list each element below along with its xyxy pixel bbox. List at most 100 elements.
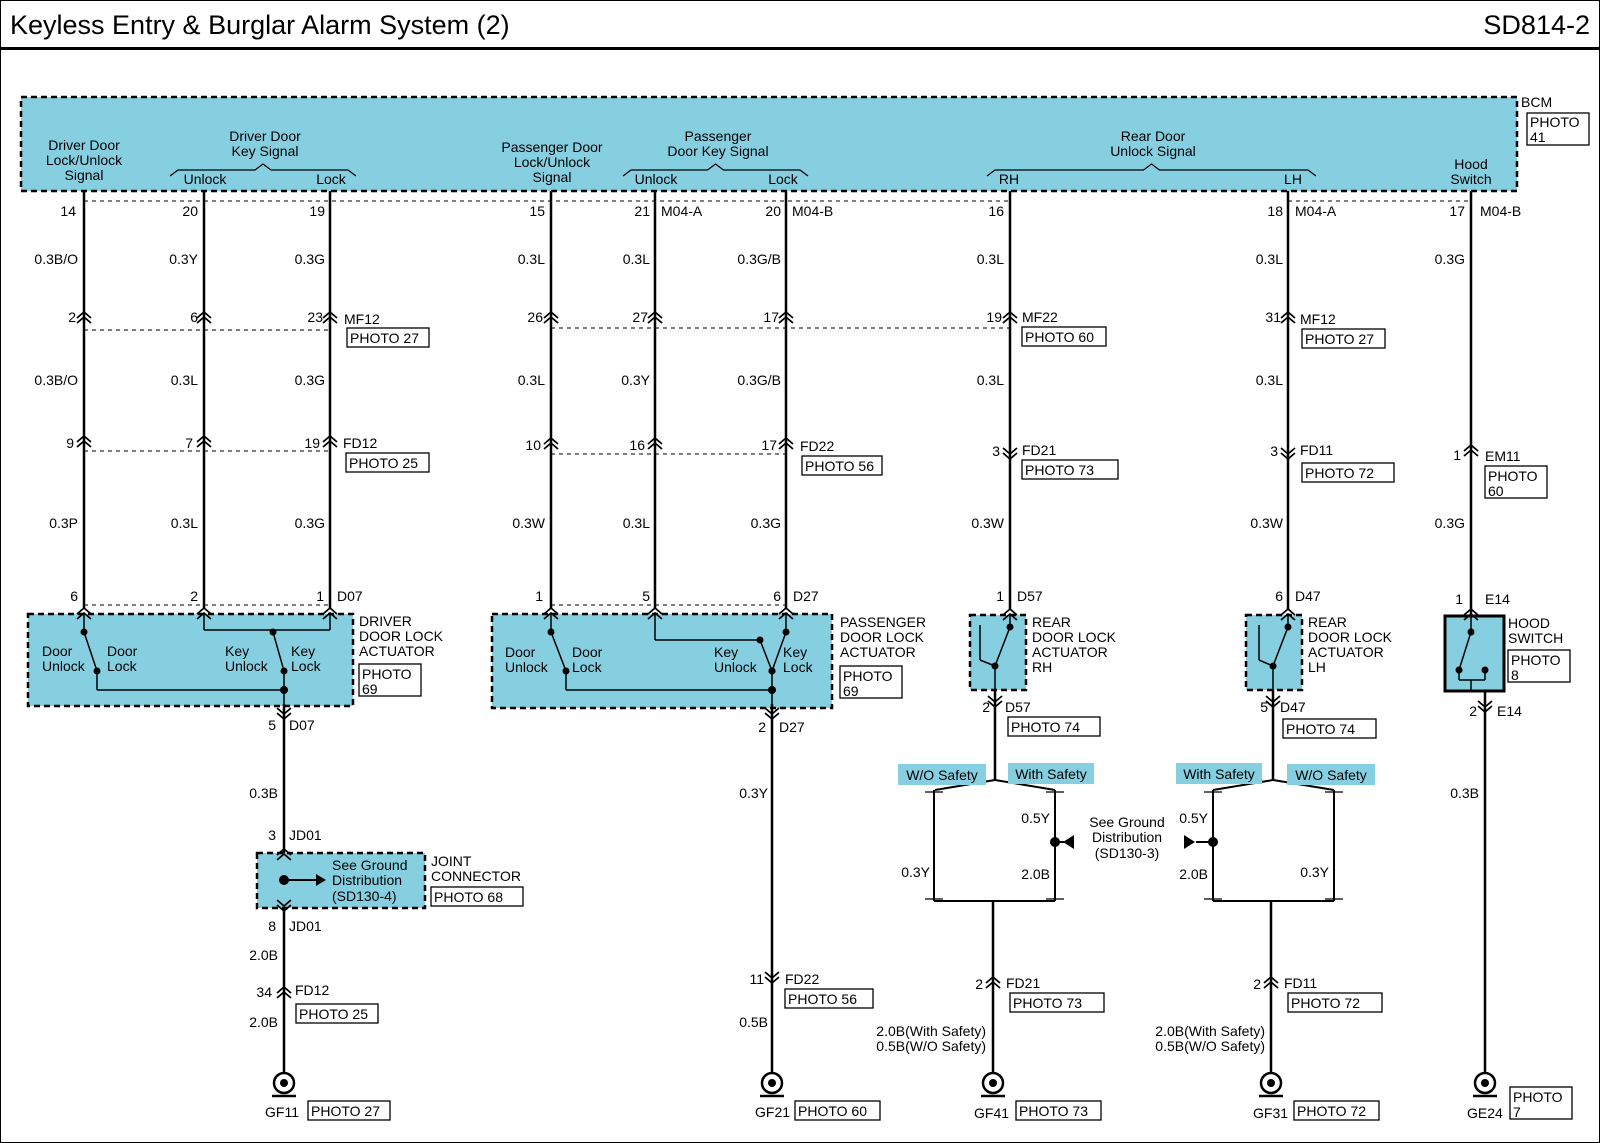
connector-mark [1463,607,1479,616]
photo-label: PHOTO 73 [1025,462,1094,478]
label-line: Unlock [225,658,269,674]
label-line: PHOTO [1513,1089,1563,1105]
wire [979,659,996,667]
connector-mark [1463,448,1479,457]
signal-brace [622,163,809,177]
wire-spec: 0.3L [1256,372,1283,388]
option-tag [1008,763,1094,784]
label-line: Door [505,644,536,660]
label-line: DOOR LOCK [1308,629,1393,645]
connector-mark [276,707,292,716]
photo-box [1287,992,1383,1013]
pin-number: 2 [758,719,766,735]
ground-icon-core [280,1079,288,1087]
pin-number: 19 [304,435,320,451]
connector-mark [987,695,1003,704]
pin-number: 2 [1469,703,1477,719]
connector-id: MF12 [344,311,380,327]
label-line: See Ground [332,857,408,873]
wire-spec: 0.3L [977,251,1004,267]
label-line: Passenger Door [501,139,603,155]
connector-mark [647,436,663,445]
photo-label: PHOTO 25 [349,455,418,471]
connector-mark [276,847,292,856]
wire-spec: 0.3G [295,372,325,388]
option-tag [1176,763,1262,784]
connector-mark [543,310,559,319]
pin-number: 16 [629,437,645,453]
connector-id: D57 [1017,588,1043,604]
pin-number: 1 [535,588,543,604]
pin-number: 27 [632,309,648,325]
label-line: PHOTO [362,666,412,682]
connector-mark [778,611,794,620]
label-line: PHOTO 56 [805,458,874,474]
photo-box [430,886,524,907]
wire-spec: 0.3B/O [34,372,78,388]
connector-mark [764,971,780,980]
connector-id: FD12 [295,982,329,998]
ground-icon-core [989,1079,997,1087]
pin-number: 31 [1265,309,1281,325]
label-line: Driver Door [48,137,120,153]
connector-id: D27 [779,719,805,735]
connector-mark [647,315,663,324]
pin-number: 26 [527,309,543,325]
sub-label: LH [1284,171,1302,187]
label-line: PHOTO 60 [1025,329,1094,345]
label-line: 8 [1511,667,1519,683]
label-line: PHOTO 56 [788,991,857,1007]
connector-id: D07 [289,717,315,733]
connector-mark [322,439,338,448]
label-line: 69 [362,681,378,697]
label-line: Driver Door [229,128,301,144]
label-line: 60 [1488,483,1504,499]
label-line: PHOTO 27 [311,1103,380,1119]
photo-label: PHOTO 68 [434,889,503,905]
label-line: Distribution [332,872,402,888]
photo-box [1021,459,1119,480]
arrow-head [316,874,326,886]
wire-spec: 0.5Y [1021,810,1050,826]
label-line: DOOR LOCK [840,629,925,645]
ground-icon-core [768,1079,776,1087]
wire-spec: 0.5B [739,1014,768,1030]
pin-number: 14 [60,203,76,219]
switch-blade [83,631,98,672]
option-tag-text: W/O Safety [906,767,978,783]
connector-mark [647,611,663,620]
junction-dot [768,686,776,694]
photo-label: PHOTO 56 [805,458,874,474]
wire-spec: 0.3G [1435,251,1465,267]
label-line: DRIVER [359,613,412,629]
connector-mark [276,852,292,861]
photo-box [1301,462,1395,483]
connector-mark [276,712,292,721]
pin-number: 1 [316,588,324,604]
label-line: PHOTO 74 [1286,721,1355,737]
connector-mark [322,310,338,319]
pin-number: 21 [634,203,650,219]
label-line: DOOR LOCK [359,628,444,644]
label-line: Key [783,644,807,660]
label-line: REAR [1032,614,1071,630]
label-line: Key [291,643,315,659]
connector-id: MF12 [1300,311,1336,327]
connector-mark [1263,980,1279,989]
pin-number: 15 [529,203,545,219]
connector-id: D47 [1295,588,1321,604]
label-line: Distribution [1092,829,1162,845]
label-line: Door [572,644,603,660]
wire-spec: 0.3L [518,372,545,388]
label-line: Signal [65,167,104,183]
wire-spec: 2.0B [1021,866,1050,882]
photo-label: PHOTO 73 [1019,1103,1088,1119]
